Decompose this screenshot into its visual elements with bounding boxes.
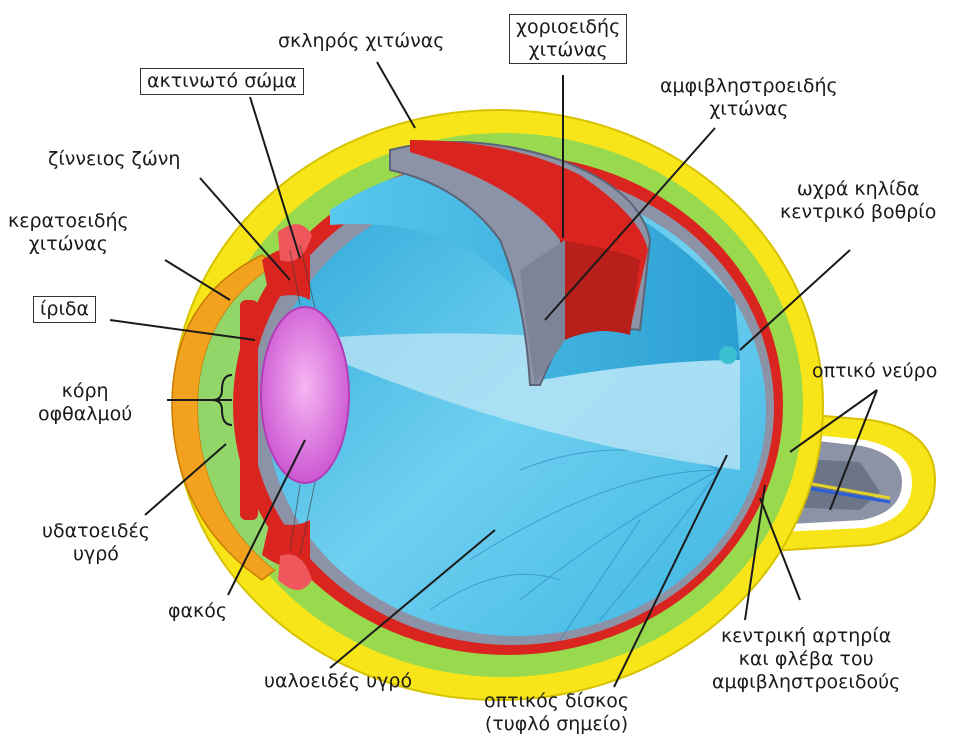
label-aqueous: υδατοειδές υγρό xyxy=(42,520,150,566)
label-ciliary-body: ακτινωτό σώμα xyxy=(140,68,304,95)
label-scleroid: σκληρός χιτώνας xyxy=(278,30,444,53)
label-iris: ίριδα xyxy=(33,296,96,323)
label-retina: αμφιβληστροειδής χιτώνας xyxy=(660,75,838,121)
label-vitreous: υαλοειδές υγρό xyxy=(264,670,412,693)
label-optic-disc: οπτικός δίσκος (τυφλό σημείο) xyxy=(484,690,629,736)
macula-shape xyxy=(719,346,737,364)
lens-shape xyxy=(261,307,349,483)
label-artery-vein: κεντρική αρτηρία και φλέβα του αμφιβληστ… xyxy=(712,625,900,694)
label-macula: ωχρά κηλίδα κεντρικό βοθρίο xyxy=(780,178,936,224)
label-cornea: κερατοειδής χιτώνας xyxy=(8,210,129,256)
label-optic-nerve: οπτικό νεύρο xyxy=(812,360,937,383)
label-zonule: ζίννειος ζώνη xyxy=(48,148,180,171)
label-lens: φακός xyxy=(168,600,227,623)
label-pupil: κόρη οφθαλμού xyxy=(38,380,132,426)
label-choroid: χοριοειδής χιτώνας xyxy=(509,14,627,64)
